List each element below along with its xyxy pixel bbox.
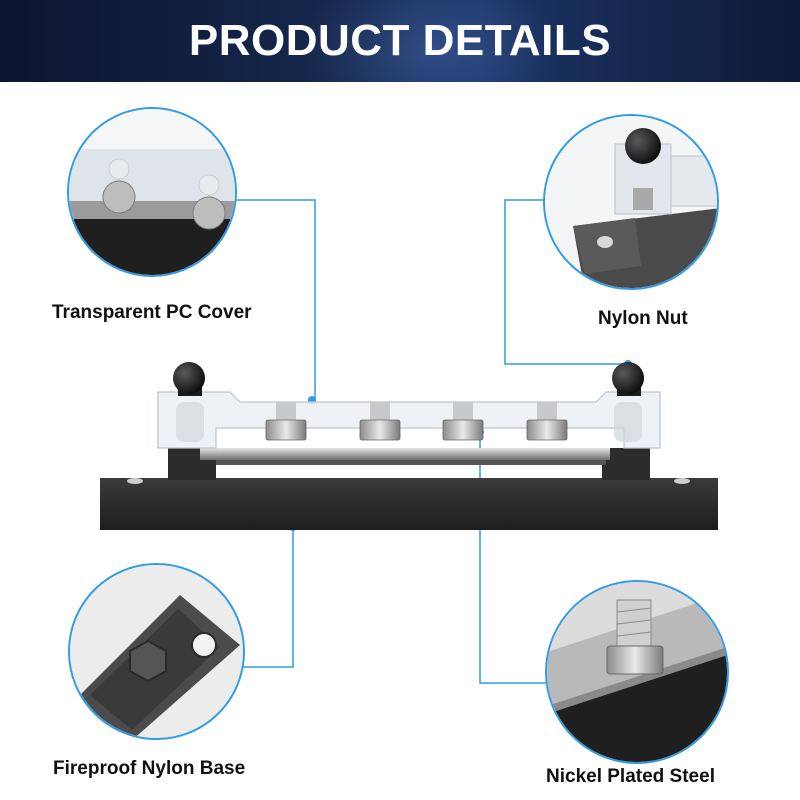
- label-fireproof-base: Fireproof Nylon Base: [53, 758, 246, 779]
- header-banner: PRODUCT DETAILS: [0, 0, 800, 82]
- nickel-bar: [200, 448, 610, 460]
- zoom-circle-steel: [545, 580, 729, 764]
- label-transparent-cover: Transparent PC Cover: [52, 302, 252, 323]
- page-title: PRODUCT DETAILS: [188, 16, 612, 65]
- leader-nut: [504, 199, 628, 365]
- zoom-circle-cover: [67, 107, 237, 277]
- leader-cover: [234, 199, 316, 400]
- label-nylon-nut: Nylon Nut: [598, 308, 688, 329]
- zoom-circle-nut: [543, 114, 719, 290]
- nylon-base: [100, 448, 718, 530]
- nylon-nut-caps: [173, 362, 644, 396]
- transparent-cover: [157, 391, 661, 449]
- zoom-circle-base: [68, 563, 245, 740]
- label-nickel-steel: Nickel Plated Steel: [546, 766, 715, 787]
- leader-base: [243, 527, 294, 668]
- stud-nuts: [265, 402, 568, 441]
